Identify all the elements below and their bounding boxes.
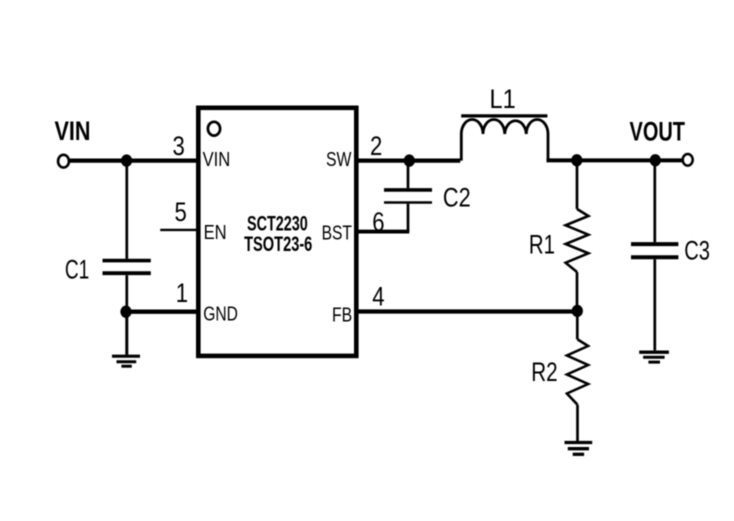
svg-text:TSOT23-6: TSOT23-6 (244, 231, 312, 256)
svg-text:C2: C2 (443, 183, 471, 213)
svg-text:4: 4 (372, 283, 384, 313)
svg-text:EN: EN (204, 221, 227, 244)
svg-text:C1: C1 (65, 254, 89, 284)
svg-text:FB: FB (332, 304, 352, 326)
svg-text:1: 1 (176, 279, 188, 309)
svg-text:6: 6 (372, 208, 384, 238)
svg-text:5: 5 (175, 198, 187, 228)
svg-text:SW: SW (326, 148, 351, 170)
svg-text:L1: L1 (490, 85, 516, 115)
svg-text:3: 3 (173, 132, 185, 162)
svg-text:GND: GND (203, 303, 238, 325)
svg-text:C3: C3 (684, 236, 710, 265)
svg-text:2: 2 (370, 132, 382, 162)
svg-text:BST: BST (322, 222, 352, 244)
svg-text:R2: R2 (531, 357, 557, 387)
svg-text:SCT2230: SCT2230 (247, 211, 308, 236)
svg-text:VOUT: VOUT (630, 117, 686, 148)
svg-text:VIN: VIN (55, 117, 91, 147)
svg-text:R1: R1 (529, 231, 555, 260)
svg-text:VIN: VIN (203, 148, 231, 171)
